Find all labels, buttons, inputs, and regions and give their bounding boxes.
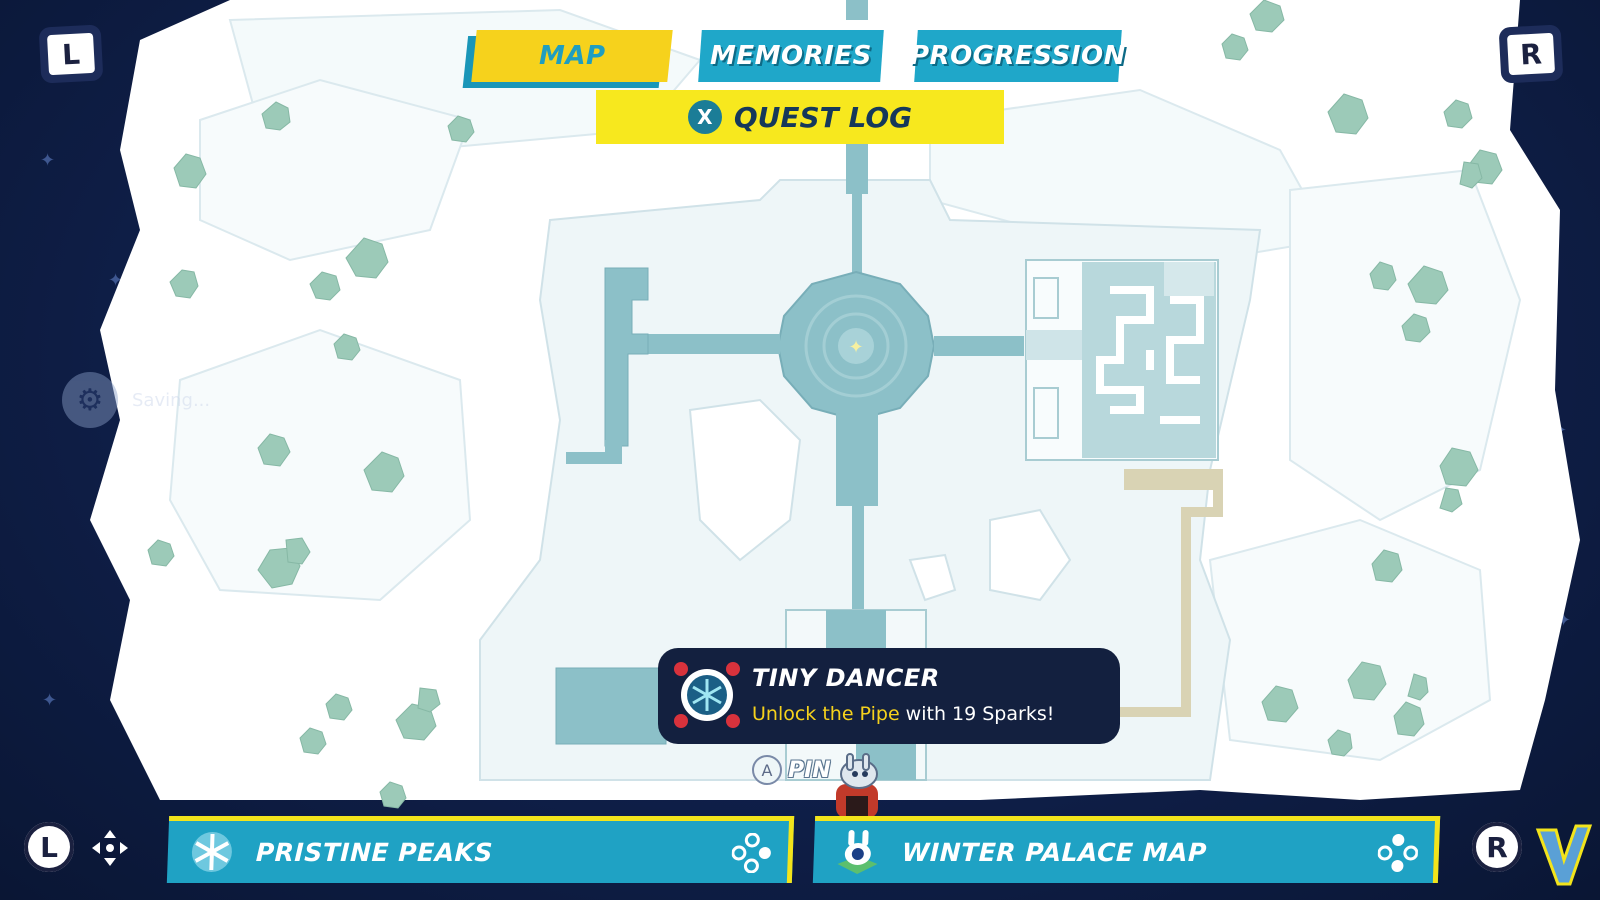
gatehouse-block xyxy=(555,667,667,745)
rotunda-ring xyxy=(822,312,890,380)
rotunda-ring xyxy=(804,294,908,398)
player-marker-icon xyxy=(839,753,878,789)
tree xyxy=(285,537,311,565)
x-button-icon: X xyxy=(687,100,722,134)
west-wing-extension xyxy=(605,440,622,464)
tree xyxy=(417,687,441,713)
south-door-inner xyxy=(846,796,868,816)
tree xyxy=(1249,0,1285,33)
region-outline xyxy=(1208,518,1492,762)
region-label: PRISTINE PEAKS xyxy=(255,837,494,867)
a-button-icon: A xyxy=(752,755,782,785)
tree xyxy=(257,433,291,467)
tree xyxy=(309,271,341,301)
maze-stairs xyxy=(1164,262,1214,296)
tree xyxy=(169,269,199,299)
bot-icon xyxy=(837,830,878,874)
gatehouse-stairs xyxy=(826,610,886,650)
map-bar[interactable]: WINTER PALACE MAP xyxy=(812,816,1441,883)
tree xyxy=(1371,549,1403,583)
dpad-icon xyxy=(1377,834,1419,872)
north-corridor xyxy=(846,0,868,20)
east-wing-hall xyxy=(1026,330,1086,360)
snow-island xyxy=(989,508,1072,602)
tree xyxy=(363,451,405,493)
tree xyxy=(173,153,207,189)
tree xyxy=(1221,33,1249,61)
game-logo-icon xyxy=(1535,824,1593,886)
tree xyxy=(1401,313,1431,343)
snowflake-icon xyxy=(674,662,740,728)
south-hall xyxy=(836,410,878,506)
east-wing-room xyxy=(1033,387,1059,439)
tree xyxy=(1327,729,1353,757)
tree xyxy=(345,237,389,279)
region-outline xyxy=(168,328,472,602)
map-label: WINTER PALACE MAP xyxy=(901,837,1208,867)
tree xyxy=(261,101,291,131)
tree xyxy=(1443,99,1473,129)
south-corridor xyxy=(852,506,864,610)
popup-rest: with 19 Sparks! xyxy=(899,703,1055,725)
tree xyxy=(1347,661,1387,701)
tab-map[interactable]: MAP xyxy=(471,30,673,82)
snow-island xyxy=(688,398,802,562)
move-arrows-icon xyxy=(92,830,128,866)
tree xyxy=(333,333,361,361)
quest-log-label: QUEST LOG xyxy=(733,100,913,134)
star-icon: ✦ xyxy=(42,690,58,711)
east-wing-room xyxy=(1033,277,1059,319)
dpad-icon xyxy=(731,833,771,873)
tree xyxy=(1407,673,1429,701)
left-stick-button[interactable]: L xyxy=(24,822,74,872)
east-corridor xyxy=(934,336,1024,356)
tree xyxy=(1439,487,1463,513)
tab-memories[interactable]: MEMORIES xyxy=(698,30,884,82)
gear-icon: ⚙ xyxy=(62,372,118,428)
tab-progression[interactable]: PROGRESSION xyxy=(910,30,1126,82)
tree xyxy=(1261,685,1299,723)
star-icon: ✦ xyxy=(40,150,56,171)
tree xyxy=(447,115,475,143)
tree xyxy=(1459,161,1483,189)
left-shoulder-button[interactable]: L xyxy=(46,32,96,76)
tree xyxy=(1407,265,1449,305)
tree xyxy=(299,727,327,755)
region-outline xyxy=(929,88,1332,262)
west-corridor xyxy=(640,334,780,354)
tab-label: MEMORIES xyxy=(710,41,872,71)
snowflake-icon xyxy=(191,832,232,872)
quest-log-button[interactable]: X QUEST LOG xyxy=(596,90,1004,144)
pin-prompt[interactable]: A PIN xyxy=(752,750,881,790)
north-corridor xyxy=(846,140,868,194)
pin-label: PIN xyxy=(788,757,831,783)
tab-label: MAP xyxy=(538,41,606,71)
saving-indicator: ⚙ Saving... xyxy=(62,372,210,428)
tree xyxy=(1393,701,1425,737)
rotunda-center xyxy=(838,328,874,364)
north-corridor xyxy=(852,194,862,274)
popup-title: TINY DANCER xyxy=(752,664,940,692)
popup-description: Unlock the Pipe with 19 Sparks! xyxy=(752,703,1054,725)
tree xyxy=(325,693,353,721)
region-bar[interactable]: PRISTINE PEAKS xyxy=(166,816,795,883)
tree xyxy=(1439,447,1479,487)
tree xyxy=(147,539,175,567)
pipe-junction xyxy=(1124,470,1218,490)
right-shoulder-button[interactable]: R xyxy=(1506,32,1556,76)
saving-text: Saving... xyxy=(132,389,211,411)
tree xyxy=(1327,93,1369,135)
tab-label: PROGRESSION xyxy=(910,41,1126,71)
snow-island xyxy=(908,553,957,602)
tree xyxy=(379,781,407,809)
location-popup[interactable]: TINY DANCER Unlock the Pipe with 19 Spar… xyxy=(658,648,1120,744)
right-stick-button[interactable]: R xyxy=(1472,822,1522,872)
sparkle-icon: ✦ xyxy=(848,337,863,358)
tree xyxy=(1369,261,1397,291)
maze-paths xyxy=(1096,286,1204,424)
popup-highlight: Unlock the Pipe xyxy=(752,703,900,725)
